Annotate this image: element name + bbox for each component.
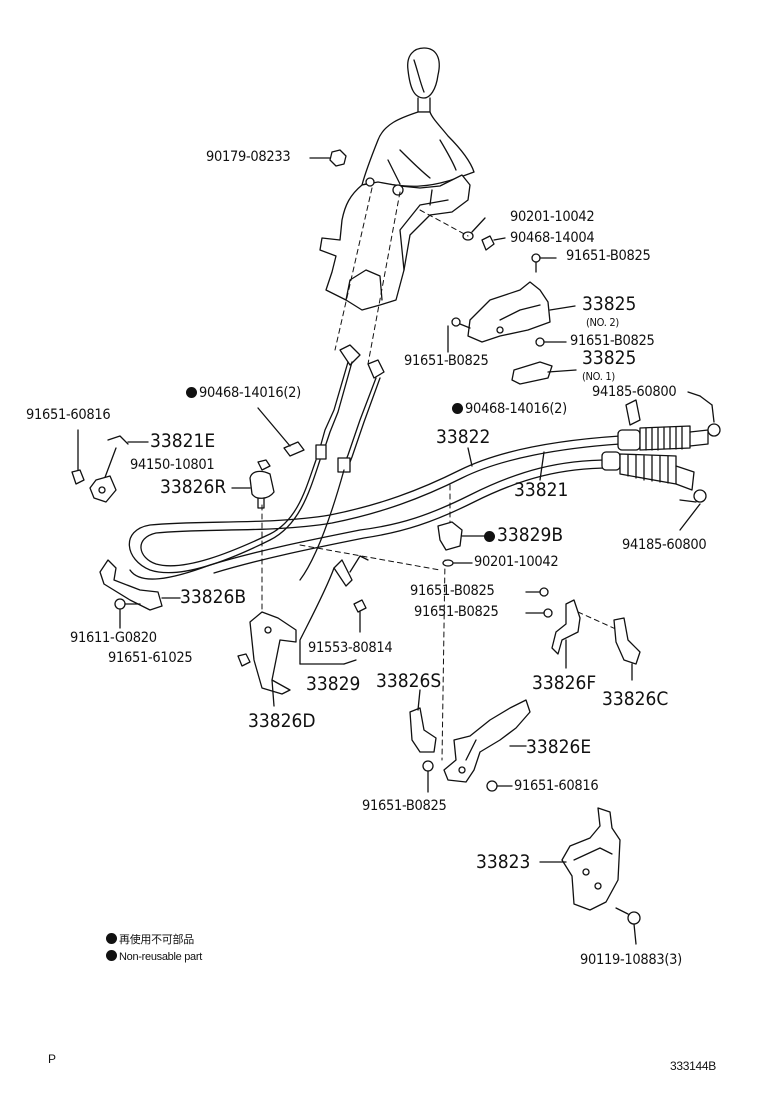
label-91651-B0825-b: 91651-B0825 bbox=[404, 353, 489, 369]
bolts-91651-B0825-mid bbox=[525, 587, 553, 618]
label-94185-60800-top: 94185-60800 bbox=[592, 384, 677, 400]
shifter-housing bbox=[319, 174, 471, 311]
label-33829: 33829 bbox=[306, 673, 361, 695]
bolts-91651-B0825-upper bbox=[447, 253, 567, 353]
label-33826R: 33826R bbox=[160, 476, 227, 498]
bracket-33825-no1 bbox=[511, 361, 577, 385]
bracket-33826E bbox=[443, 699, 531, 783]
bracket-33826D bbox=[237, 611, 297, 707]
clip-90468-14004 bbox=[481, 235, 506, 251]
cable-ends-upper bbox=[315, 344, 385, 473]
label-33826B: 33826B bbox=[180, 586, 247, 608]
bracket-33823 bbox=[539, 807, 621, 911]
label-33826D: 33826D bbox=[248, 710, 316, 732]
label-33826E: 33826E bbox=[526, 736, 592, 758]
bracket-33825-no2 bbox=[467, 281, 576, 343]
clip-90468-14016-left bbox=[257, 407, 305, 457]
label-33829B: 33829B bbox=[484, 526, 563, 545]
footer-figure-code: 333144B bbox=[670, 1059, 716, 1073]
legend-non-reusable-en: Non-reusable part bbox=[106, 950, 202, 963]
label-90179-08233: 90179-08233 bbox=[206, 149, 291, 165]
label-33826S: 33826S bbox=[376, 670, 442, 692]
shift-boot bbox=[361, 111, 475, 187]
nut-94150-10801 bbox=[257, 459, 271, 471]
shift-knob bbox=[407, 47, 440, 113]
label-90119-10883: 90119-10883(3) bbox=[580, 952, 682, 968]
label-90468-14016-left: 90468-14016(2) bbox=[186, 386, 301, 401]
label-91651-60816-left: 91651-60816 bbox=[26, 407, 111, 423]
footer-page-letter: P bbox=[48, 1052, 56, 1066]
bracket-33826F bbox=[551, 599, 581, 669]
label-94185-60800-bottom: 94185-60800 bbox=[622, 537, 707, 553]
clip-33829B bbox=[437, 521, 485, 551]
label-91611-G0820: 91611-G0820 bbox=[70, 630, 157, 646]
washer-90201-10042 bbox=[462, 217, 486, 241]
label-33826C: 33826C bbox=[602, 688, 669, 710]
label-91553-80814: 91553-80814 bbox=[308, 640, 393, 656]
bracket-33829 bbox=[299, 555, 369, 665]
retainer-94185-60800-top bbox=[625, 391, 715, 426]
label-90201-10042-mid: 90201-10042 bbox=[474, 554, 559, 570]
label-33822: 33822 bbox=[436, 426, 491, 448]
nut-90179-08233 bbox=[309, 149, 347, 167]
label-90468-14016-right: 90468-14016(2) bbox=[452, 402, 567, 417]
label-90201-10042-top: 90201-10042 bbox=[510, 209, 595, 225]
label-no1: (NO. 1) bbox=[582, 370, 615, 383]
label-91651-61025: 91651-61025 bbox=[108, 650, 193, 666]
label-no2: (NO. 2) bbox=[586, 316, 619, 329]
bracket-33826B bbox=[99, 559, 181, 611]
label-33823: 33823 bbox=[476, 851, 531, 873]
cable-end-33822 bbox=[617, 423, 721, 451]
bracket-33826S bbox=[409, 689, 437, 753]
label-33821: 33821 bbox=[514, 479, 569, 501]
label-33821E: 33821E bbox=[150, 430, 216, 452]
cable-end-33821 bbox=[601, 451, 707, 503]
label-91651-B0825-c: 91651-B0825 bbox=[570, 333, 655, 349]
bolt-91651-60816-right bbox=[486, 780, 513, 792]
bolt-91611-G0820 bbox=[114, 598, 141, 629]
label-91651-60816-right: 91651-60816 bbox=[514, 778, 599, 794]
label-91651-B0825-f: 91651-B0825 bbox=[362, 798, 447, 814]
label-33825-no1: 33825 bbox=[582, 347, 637, 369]
label-90468-14004: 90468-14004 bbox=[510, 230, 595, 246]
bolt-91651-B0825-lower bbox=[422, 760, 434, 793]
clamp-33826R bbox=[231, 470, 275, 509]
label-33825-no2: 33825 bbox=[582, 293, 637, 315]
shift-cables bbox=[128, 435, 621, 581]
label-91651-B0825-d: 91651-B0825 bbox=[410, 583, 495, 599]
bolt-90119-10883 bbox=[615, 907, 641, 945]
label-91651-B0825-e: 91651-B0825 bbox=[414, 604, 499, 620]
label-91651-B0825-a: 91651-B0825 bbox=[566, 248, 651, 264]
label-33826F: 33826F bbox=[532, 672, 597, 694]
legend-non-reusable-jp: 再使用不可部品 bbox=[106, 933, 194, 946]
bracket-33821E bbox=[71, 429, 149, 503]
label-94150-10801: 94150-10801 bbox=[130, 457, 215, 473]
bracket-33826C bbox=[613, 617, 641, 681]
